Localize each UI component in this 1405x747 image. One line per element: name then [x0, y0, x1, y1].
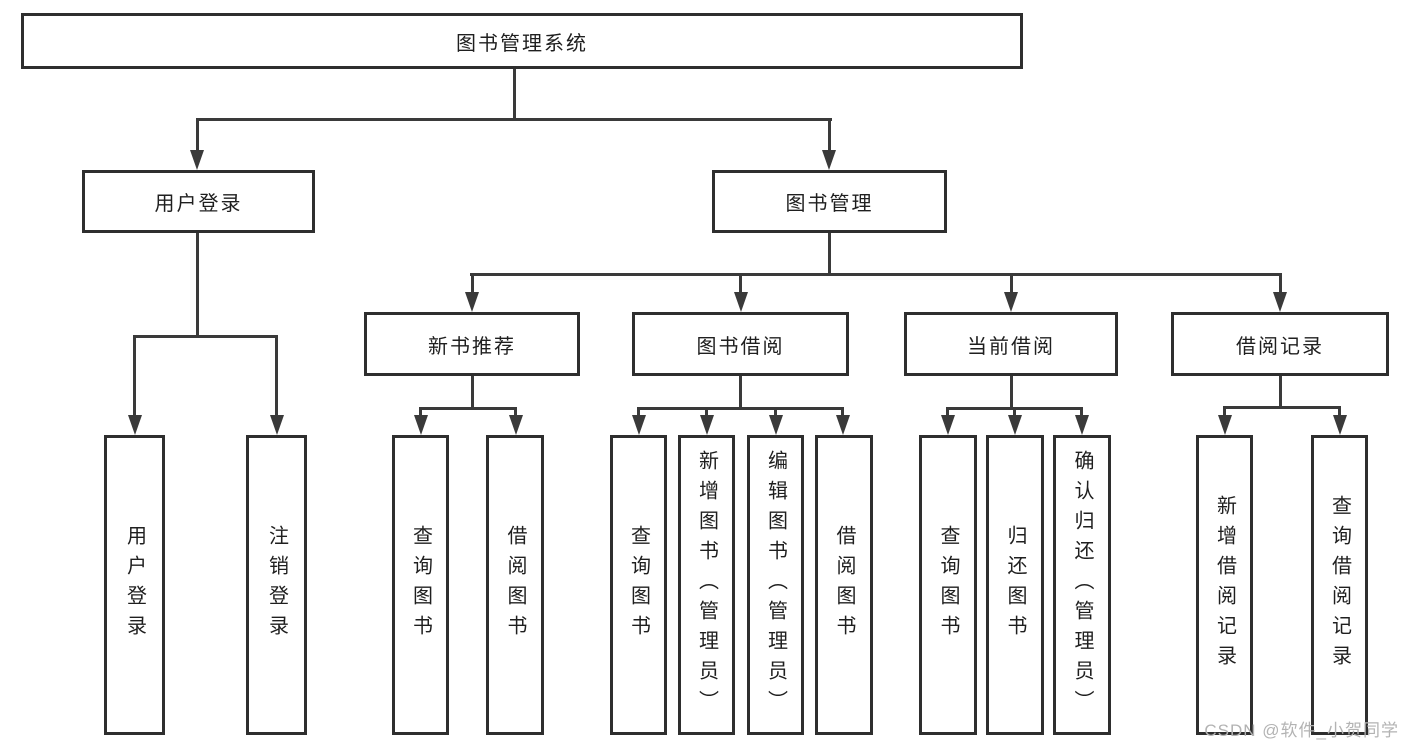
connector-stem	[739, 376, 742, 407]
connector-arm	[196, 118, 199, 154]
connector-bar	[133, 335, 275, 338]
connector-arm	[1009, 273, 1013, 297]
leaf-label: 借阅图书	[833, 525, 855, 645]
connector-stem	[1278, 376, 1282, 406]
connector-stem	[513, 69, 516, 118]
arrow-down-icon	[733, 292, 748, 312]
node-label: 用户登录	[154, 193, 243, 215]
leaf-logout: 注销登录	[246, 435, 307, 735]
node-book-management: 图书管理	[712, 170, 947, 233]
leaf-borrow-books-borrowing: 借阅图书	[815, 435, 873, 735]
connector-arm	[828, 118, 831, 154]
connector-arm	[514, 407, 517, 419]
node-book-borrowing: 图书借阅	[632, 312, 849, 376]
leaf-query-books-current: 查询图书	[919, 435, 977, 735]
arrow-down-icon	[1273, 292, 1287, 312]
connector-arm	[946, 407, 949, 419]
arrow-down-icon	[1007, 415, 1022, 435]
leaf-label: 确认归还（管理员）	[1071, 450, 1093, 720]
arrow-down-icon	[1332, 415, 1347, 435]
connector-bar	[637, 407, 844, 410]
node-label: 图书管理	[785, 193, 874, 215]
connector-arm	[841, 407, 844, 419]
leaf-label: 查询图书	[937, 525, 959, 645]
node-label: 图书借阅	[696, 335, 785, 358]
connector-arm	[637, 407, 640, 419]
leaf-label: 新增借阅记录	[1213, 495, 1236, 675]
connector-arm	[774, 407, 777, 419]
connector-stem	[1009, 376, 1013, 407]
leaf-label: 用户登录	[123, 525, 146, 645]
leaf-label: 编辑图书（管理员）	[764, 450, 787, 720]
leaf-confirm-return-admin: 确认归还（管理员）	[1053, 435, 1111, 735]
connector-arm	[739, 273, 742, 297]
connector-arm	[470, 273, 474, 297]
arrow-down-icon	[940, 415, 955, 435]
node-user-login: 用户登录	[82, 170, 315, 233]
leaf-borrow-books-recommend: 借阅图书	[486, 435, 544, 735]
leaf-label: 借阅图书	[504, 525, 526, 645]
leaf-label: 查询借阅记录	[1328, 495, 1351, 675]
arrow-down-icon	[822, 150, 836, 170]
node-current-borrowing: 当前借阅	[904, 312, 1118, 376]
connector-arm	[1223, 406, 1226, 419]
connector-stem	[196, 233, 199, 335]
connector-arm	[133, 335, 136, 419]
leaf-add-books-admin: 新增图书（管理员）	[678, 435, 735, 735]
leaf-return-books: 归还图书	[986, 435, 1044, 735]
connector-bar	[470, 273, 1282, 276]
arrow-down-icon	[508, 415, 523, 435]
node-label: 图书管理系统	[456, 32, 588, 55]
arrow-down-icon	[1074, 415, 1089, 435]
arrow-down-icon	[631, 415, 646, 435]
leaf-label: 查询图书	[627, 525, 650, 645]
leaf-user-login: 用户登录	[104, 435, 165, 735]
arrow-down-icon	[413, 415, 428, 435]
arrow-down-icon	[1004, 292, 1018, 312]
leaf-label: 查询图书	[409, 525, 432, 645]
leaf-label: 注销登录	[265, 525, 288, 645]
node-borrowing-records: 借阅记录	[1171, 312, 1389, 376]
arrow-down-icon	[835, 415, 850, 435]
connector-arm	[1013, 407, 1016, 419]
connector-arm	[1080, 407, 1083, 419]
connector-arm	[705, 407, 708, 419]
leaf-query-borrow-record: 查询借阅记录	[1311, 435, 1368, 735]
leaf-query-books-recommend: 查询图书	[392, 435, 449, 735]
connector-arm	[1338, 406, 1341, 419]
connector-arm	[1278, 273, 1282, 297]
arrow-down-icon	[768, 415, 783, 435]
connector-bar	[196, 118, 832, 121]
leaf-label: 归还图书	[1004, 525, 1026, 645]
connector-arm	[275, 335, 278, 419]
leaf-query-books-borrowing: 查询图书	[610, 435, 667, 735]
node-label: 当前借阅	[967, 335, 1055, 358]
connector-stem	[828, 233, 831, 273]
arrow-down-icon	[269, 415, 284, 435]
connector-bar	[1223, 406, 1341, 409]
watermark: CSDN @软件_小贺同学	[1204, 721, 1399, 740]
leaf-edit-books-admin: 编辑图书（管理员）	[747, 435, 804, 735]
node-label: 新书推荐	[428, 335, 516, 358]
connector-bar	[419, 407, 517, 410]
arrow-down-icon	[699, 415, 714, 435]
leaf-add-borrow-record: 新增借阅记录	[1196, 435, 1253, 735]
arrow-down-icon	[465, 292, 479, 312]
arrow-down-icon	[1217, 415, 1232, 435]
leaf-label: 新增图书（管理员）	[695, 450, 718, 720]
node-new-book-recommend: 新书推荐	[364, 312, 580, 376]
node-library-management-system: 图书管理系统	[21, 13, 1023, 69]
arrow-down-icon	[190, 150, 204, 170]
node-label: 借阅记录	[1236, 335, 1324, 358]
connector-arm	[419, 407, 422, 419]
arrow-down-icon	[127, 415, 142, 435]
connector-stem	[470, 376, 474, 407]
